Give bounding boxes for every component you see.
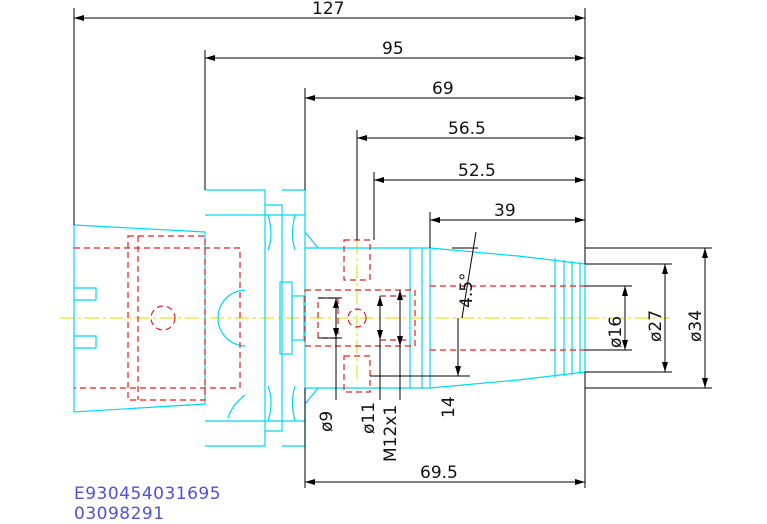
dim-14: 14: [439, 396, 459, 418]
dimension-labels: 127 95 69 56.5 52.5 39 69.5 ø16 ø27 ø34 …: [312, 0, 706, 483]
dim-69-5: 69.5: [420, 463, 458, 483]
dim-39: 39: [494, 201, 516, 221]
dimension-lines: [73, 8, 712, 488]
angle-leader: [461, 231, 477, 319]
dim-angle-4-5: 4.5°: [457, 272, 477, 308]
dim-diameter-9: ø9: [317, 411, 337, 432]
dim-diameter-34: ø34: [686, 310, 706, 342]
dim-56-5: 56.5: [448, 119, 486, 139]
part-code-1: E930454031695: [74, 484, 222, 504]
part-code-2: 03098291: [74, 504, 165, 524]
dim-diameter-27: ø27: [646, 310, 666, 342]
dim-diameter-11: ø11: [359, 402, 379, 434]
dim-thread-m12x1: M12x1: [381, 405, 401, 462]
dim-52-5: 52.5: [458, 161, 496, 181]
tool-holder-outline: [73, 189, 586, 447]
dim-69: 69: [432, 79, 454, 99]
dim-127: 127: [312, 0, 344, 19]
dim-diameter-16: ø16: [606, 316, 626, 348]
hidden-lines: [74, 235, 585, 401]
dim-95: 95: [382, 39, 404, 59]
